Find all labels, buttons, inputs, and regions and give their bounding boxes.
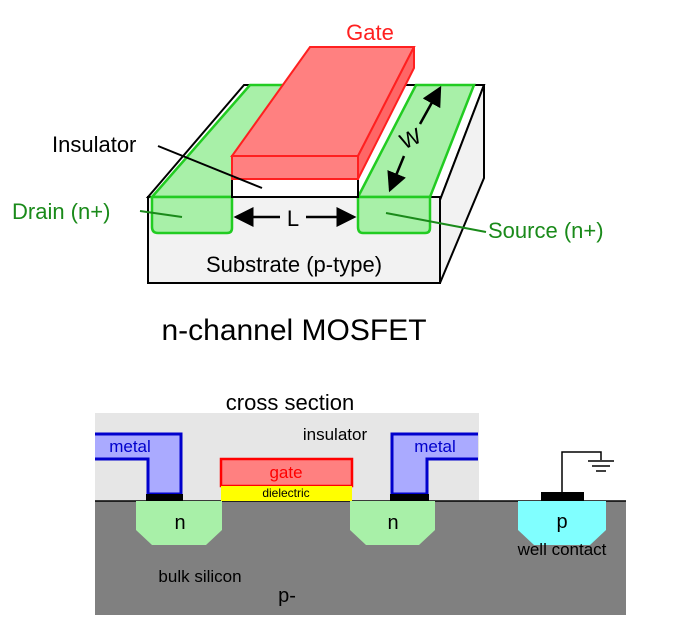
width-arrow-down	[387, 155, 406, 193]
source-leader-line	[385, 212, 487, 233]
metal-left	[95, 434, 181, 494]
contact-right	[390, 494, 429, 501]
p-well-label: p	[556, 511, 567, 533]
metal-right-label: metal	[414, 437, 456, 456]
ground-wire	[561, 451, 602, 492]
width-arrow-up	[418, 85, 442, 125]
length-label: L	[287, 206, 299, 231]
diagram-title: n-channel MOSFET	[161, 314, 426, 347]
metal-right	[392, 434, 478, 494]
p-well-region	[518, 501, 606, 545]
n-well-right-label: n	[387, 512, 398, 534]
p-minus-label: p-	[278, 585, 296, 607]
insulator-label: Insulator	[52, 132, 136, 157]
n-well-left-label: n	[174, 512, 185, 534]
cross-section-view: cross section insulator metal metal gate…	[95, 390, 626, 615]
bulk-silicon-label: bulk silicon	[158, 567, 241, 586]
source-label: Source (n+)	[488, 218, 604, 243]
n-well-left	[136, 501, 222, 545]
insulator-leader-line	[157, 145, 263, 189]
mosfet-3d-view: Gate Insulator Drain (n+) Source (n+) Su…	[12, 20, 604, 284]
drain-label: Drain (n+)	[12, 199, 110, 224]
gate-poly	[219, 457, 354, 488]
well-contact-label: well contact	[517, 540, 607, 559]
insulator-slab	[231, 178, 359, 198]
contact-left	[146, 494, 183, 501]
contact-well	[541, 492, 584, 501]
substrate-label: Substrate (p-type)	[206, 252, 382, 277]
dielectric-layer	[221, 486, 352, 501]
drain-diffusion-front	[150, 195, 234, 235]
metal-left-label: metal	[109, 437, 151, 456]
gate-front-face	[231, 155, 359, 180]
insulator-region-label: insulator	[303, 425, 368, 444]
ground-icon	[588, 460, 614, 472]
cross-section-title: cross section	[226, 390, 354, 415]
gate-poly-label: gate	[269, 463, 302, 482]
drain-leader-line	[139, 210, 183, 218]
gate-label: Gate	[346, 20, 394, 45]
dielectric-label: dielectric	[262, 486, 309, 500]
n-well-right	[350, 501, 435, 545]
